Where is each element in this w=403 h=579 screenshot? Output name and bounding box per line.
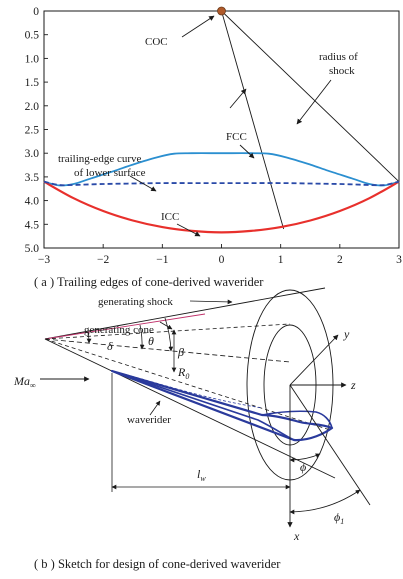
x-tick-label: 2 (337, 254, 343, 266)
waverider-body (110, 369, 334, 442)
cone-lower-line (44, 338, 331, 431)
series-layer (43, 6, 400, 234)
r0-label: R0 (177, 365, 189, 381)
cone-label-leader (159, 321, 173, 330)
radius-label-2: shock (329, 65, 355, 77)
radius-of-shock-line (221, 10, 400, 182)
phi-label: ϕ (300, 460, 306, 474)
x-tick-label: 0 (219, 254, 225, 266)
coc-point (217, 6, 226, 16)
phi-arc (289, 453, 321, 463)
radius-leader (296, 79, 332, 125)
x-tick-label: −3 (38, 254, 50, 266)
x-tick-label: 1 (278, 254, 284, 266)
y-tick-label: 4.5 (25, 219, 40, 231)
icc-radius-line (221, 10, 285, 230)
cone-upper-line (44, 313, 206, 340)
axis-line (44, 338, 291, 363)
delta-arc (86, 332, 92, 344)
x-tick-label: −2 (97, 254, 109, 266)
y-ticks: 0 0.5 1.0 1.5 2.0 2.5 3.0 3.5 4.0 4.5 5.0 (25, 6, 48, 255)
icc-curve (43, 180, 400, 234)
shock-lower-line (44, 338, 336, 479)
generating-shock-label: generating shock (98, 296, 173, 308)
fcc-label: FCC (226, 131, 247, 143)
shock-upper-line (44, 287, 326, 340)
phi1-arc (289, 489, 361, 515)
x-axis-label: x (293, 529, 300, 543)
icc-leader (176, 223, 201, 237)
panel-a-chart: 0 0.5 1.0 1.5 2.0 2.5 3.0 3.5 4.0 4.5 5.0 −3 −2 −1 0 1… (25, 6, 403, 266)
y-axis-label: y (343, 327, 350, 341)
y-tick-label: 3.5 (25, 172, 40, 184)
phi1-ray (289, 384, 371, 506)
waverider-dashed-lower (111, 370, 263, 409)
lw-label: lw (197, 467, 206, 483)
y-tick-label: 1.5 (25, 77, 40, 89)
generating-cone-label: generating cone (84, 324, 154, 336)
fcc-curve (43, 152, 400, 187)
coc-label: COC (145, 36, 168, 48)
y-tick-label: 3.0 (25, 148, 40, 160)
theta-arc (139, 324, 145, 350)
waverider-label: waverider (127, 414, 171, 426)
y-tick-label: 4.0 (25, 196, 40, 208)
beta-label: β (177, 345, 184, 359)
trailing-label-2: of lower surface (74, 167, 146, 179)
radius-label-1: radius of (319, 51, 358, 63)
fcc-leader (239, 144, 255, 159)
y-tick-label: 1.0 (25, 53, 40, 65)
icc-label: ICC (161, 211, 179, 223)
shock-label-leader (189, 299, 233, 305)
trailing-leader (129, 175, 157, 192)
plot-frame (43, 10, 400, 249)
mach-label: Ma∞ (13, 374, 36, 390)
y-tick-label: 0 (33, 6, 39, 18)
z-axis-label: z (350, 378, 356, 392)
caption-a: ( a ) Trailing edges of cone-derived wav… (34, 275, 264, 289)
beta-arc (164, 317, 174, 352)
cone-upper-dashed (44, 323, 291, 340)
theta-label: θ (148, 334, 154, 348)
y-tick-label: 2.5 (25, 125, 40, 137)
trailing-edge-curve (43, 180, 400, 187)
panel-b-sketch: generating shock generating cone waverid… (13, 287, 371, 543)
icc-radius-leader (229, 88, 247, 109)
x-tick-label: 3 (396, 254, 402, 266)
phi1-label: ϕ1 (334, 510, 344, 526)
trailing-label-1: trailing-edge curve (58, 153, 141, 165)
x-ticks: −3 −2 −1 0 1 2 3 (38, 244, 402, 266)
x-tick-label: −1 (156, 254, 168, 266)
y-tick-label: 0.5 (25, 30, 40, 42)
waverider-label-leader (149, 400, 161, 416)
y-tick-label: 2.0 (25, 101, 40, 113)
delta-label: δ (107, 339, 113, 353)
y-tick-label: 5.0 (25, 243, 40, 255)
y-axis-arrow (289, 334, 339, 386)
caption-b: ( b ) Sketch for design of cone-derived … (34, 557, 281, 571)
coc-leader (181, 15, 215, 38)
